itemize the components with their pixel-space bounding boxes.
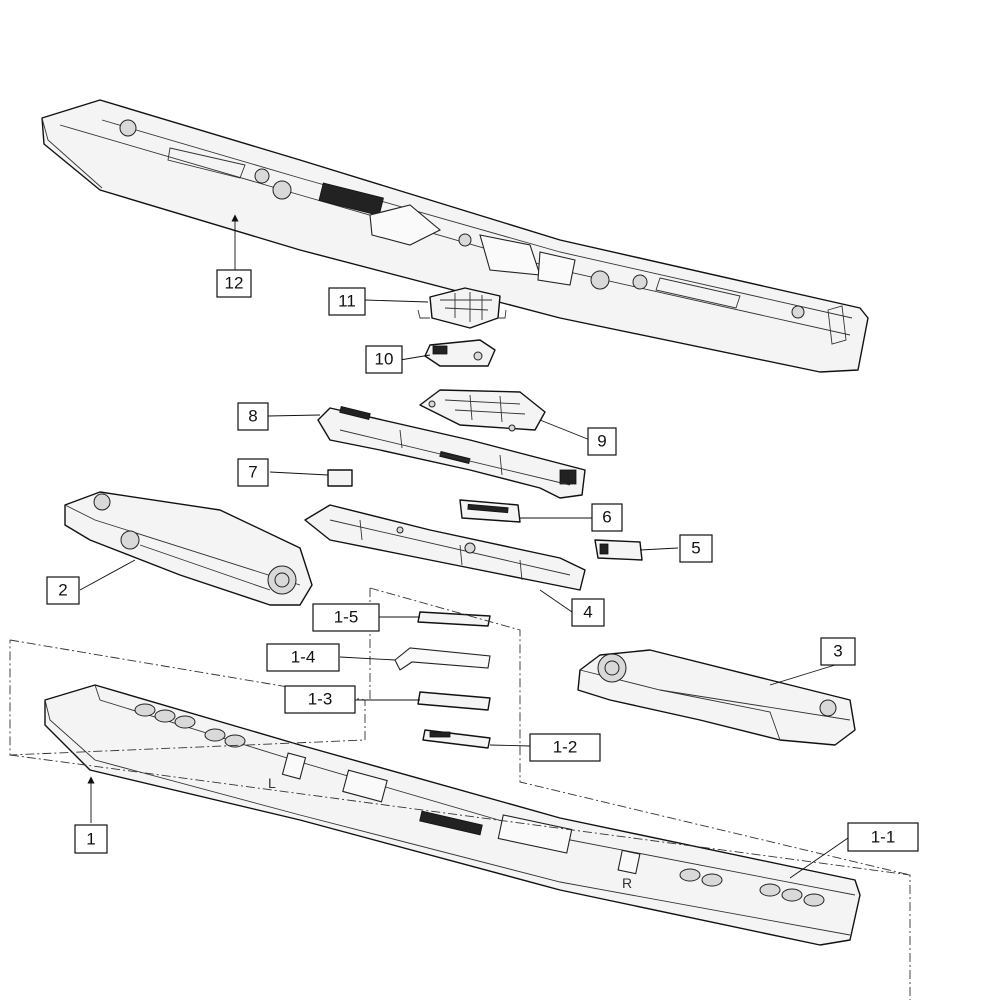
callout-5-label: 5: [691, 539, 700, 558]
callout-10: 10: [365, 345, 403, 374]
callout-1-3: 1-3: [284, 685, 356, 714]
part-1-2-board: [422, 729, 491, 749]
callout-1-1: 1-1: [847, 822, 919, 852]
speaker-grille-right: [679, 868, 825, 907]
callout-11: 11: [328, 287, 366, 316]
part-2-left-enclosure: [64, 491, 313, 606]
part-8-main-board: [317, 405, 586, 499]
callout-2-label: 2: [58, 581, 67, 600]
part-1-4-cable: [394, 647, 491, 671]
part-11-bracket: [417, 287, 507, 329]
callout-1-label: 1: [86, 830, 95, 849]
callout-1-5-label: 1-5: [334, 608, 359, 627]
part-1-3-cable: [417, 691, 491, 711]
callout-6: 6: [591, 503, 623, 532]
leader-lines: [79, 214, 849, 879]
callout-1-2-label: 1-2: [553, 738, 578, 757]
part-1-5-cable: [417, 611, 491, 627]
callout-6-label: 6: [602, 508, 611, 527]
part-7-clip: [327, 469, 353, 487]
callout-8-label: 8: [248, 407, 257, 426]
callout-1-3-label: 1-3: [308, 690, 333, 709]
callout-1: 1: [74, 824, 108, 854]
part-5-flex-cable: [594, 539, 643, 561]
callout-2: 2: [46, 576, 80, 605]
callout-8: 8: [237, 402, 269, 431]
part-6-module: [459, 499, 521, 523]
callout-3: 3: [820, 637, 856, 666]
right-channel-mark: R: [622, 875, 632, 891]
callout-7: 7: [237, 458, 269, 487]
callout-3-label: 3: [833, 642, 842, 661]
part-9-shield-plate: [419, 389, 546, 432]
callout-1-2: 1-2: [529, 733, 601, 762]
callout-1-4-label: 1-4: [291, 648, 316, 667]
callout-12-label: 12: [225, 274, 244, 293]
part-10-board: [424, 339, 496, 367]
part-12-top-cover: [41, 99, 869, 373]
callout-4: 4: [571, 598, 605, 627]
callout-5: 5: [679, 534, 713, 563]
callout-11-label: 11: [338, 292, 356, 311]
callout-1-5: 1-5: [312, 603, 380, 632]
part-1-bottom-housing: L R: [44, 684, 861, 946]
speaker-grille-left: [134, 703, 246, 748]
callout-10-label: 10: [375, 350, 394, 369]
callout-9: 9: [587, 427, 617, 456]
part-4-chassis-plate: [304, 504, 586, 591]
callout-1-1-label: 1-1: [871, 828, 896, 847]
callout-1-4: 1-4: [266, 643, 340, 672]
left-channel-mark: L: [268, 775, 276, 791]
callout-9-label: 9: [597, 432, 606, 451]
callout-12: 12: [216, 269, 252, 298]
callout-7-label: 7: [248, 463, 257, 482]
part-3-right-enclosure: [577, 649, 856, 746]
callout-4-label: 4: [583, 603, 592, 622]
